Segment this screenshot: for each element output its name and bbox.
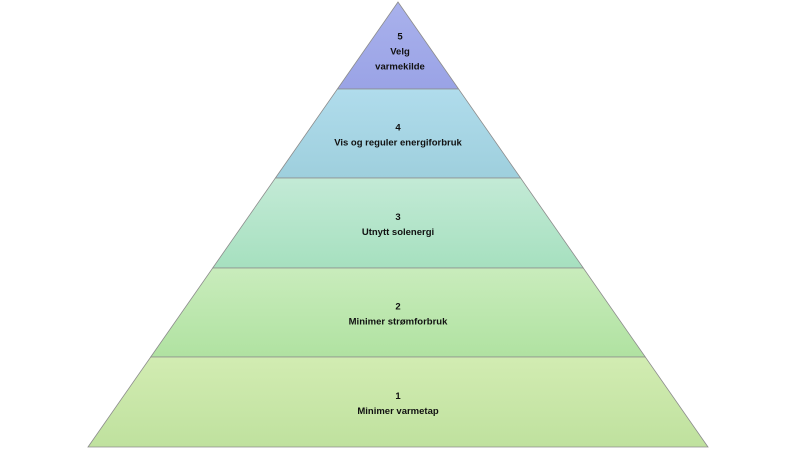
level-1-label: Minimer varmetap xyxy=(357,406,439,417)
level-5-label: varmekilde xyxy=(375,62,425,73)
level-3-label: Utnytt solenergi xyxy=(362,227,434,238)
level-4-number: 4 xyxy=(395,123,401,134)
level-2-label: Minimer strømforbruk xyxy=(349,317,448,328)
level-3-number: 3 xyxy=(395,212,400,223)
level-5-label: Velg xyxy=(390,47,410,58)
level-1-number: 1 xyxy=(395,391,401,402)
pyramid-level-5 xyxy=(336,1,460,90)
pyramid-level-1 xyxy=(87,356,709,448)
level-2-number: 2 xyxy=(395,302,400,313)
level-5-number: 5 xyxy=(397,32,403,43)
level-4-label: Vis og reguler energiforbruk xyxy=(334,138,462,149)
